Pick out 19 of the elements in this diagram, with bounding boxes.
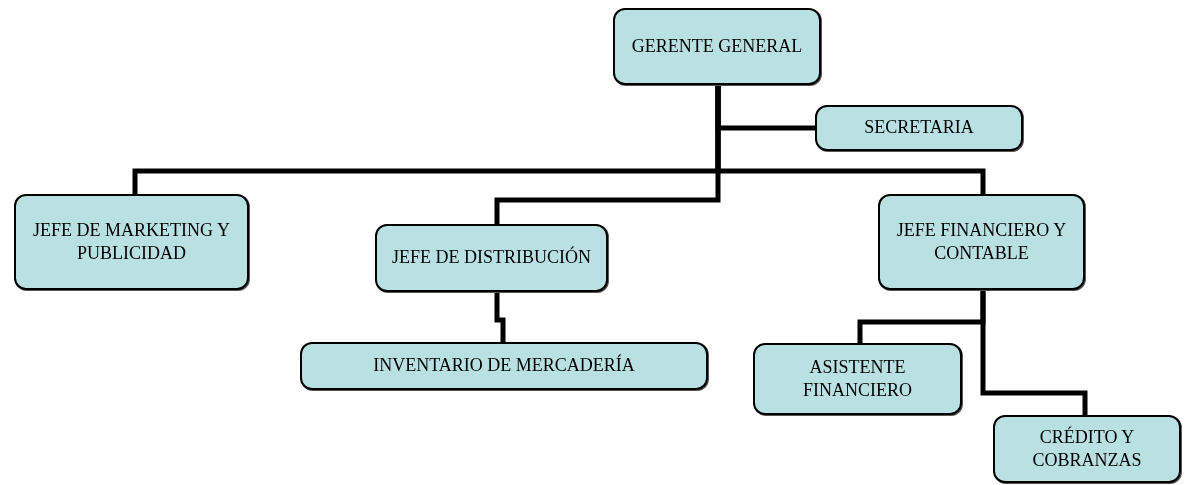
role-label: INVENTARIO DE MERCADERÍA [373,354,635,378]
role-label: ASISTENTE FINANCIERO [802,355,913,402]
org-box [878,194,1085,290]
role-label: JEFE DE DISTRIBUCIÓN [392,246,591,270]
org-box [613,8,821,85]
role-label: GERENTE GENERAL [631,34,803,58]
org-box [753,343,962,415]
role-label: SECRETARIA [864,116,974,140]
role-label: JEFE DE MARKETING Y PUBLICIDAD [32,218,231,265]
connector-line [715,85,986,194]
role-label: JEFE FINANCIERO Y CONTABLE [895,218,1068,265]
role-label: CRÉDITO Y COBRANZAS [1031,425,1143,472]
org-box [815,105,1023,151]
org-box [993,415,1181,483]
org-box [375,224,608,292]
org-box [14,194,249,290]
connector-line [494,292,506,342]
org-box [300,342,708,390]
connector-line [980,290,1088,415]
